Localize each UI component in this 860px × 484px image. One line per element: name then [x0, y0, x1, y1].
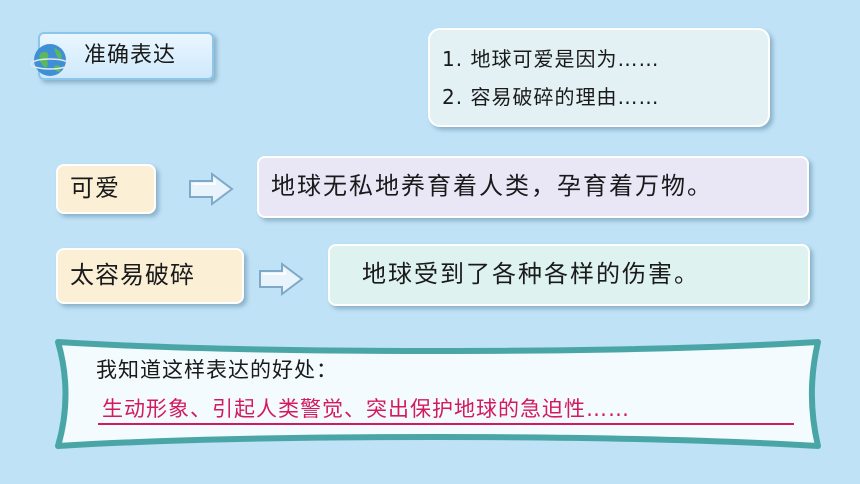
benefit-intro: 我知道这样表达的好处： [96, 358, 338, 382]
label-cute: 可爱 [56, 164, 156, 214]
reason-item-1: 1. 地球可爱是因为…… [442, 47, 660, 71]
answer-underline [98, 423, 794, 425]
statement-fragile-text: 地球受到了各种各样的伤害。 [362, 260, 700, 288]
right-arrow-icon [189, 172, 234, 206]
title-label: 准确表达 [84, 43, 177, 68]
reasons-box: 1. 地球可爱是因为…… 2. 容易破碎的理由…… [428, 28, 770, 127]
label-fragile: 太容易破碎 [56, 248, 244, 304]
label-cute-text: 可爱 [70, 174, 120, 202]
title-tag: 准确表达 [38, 32, 214, 80]
right-arrow-icon [259, 262, 304, 296]
label-fragile-text: 太容易破碎 [70, 261, 195, 289]
statement-fragile: 地球受到了各种各样的伤害。 [328, 244, 810, 306]
statement-cute-text: 地球无私地养育着人类，孕育着万物。 [271, 172, 713, 200]
globe-icon [30, 44, 70, 76]
benefit-banner [55, 339, 821, 449]
reason-item-2: 2. 容易破碎的理由…… [442, 85, 660, 109]
benefit-answer: 生动形象、引起人类警觉、突出保护地球的急迫性…… [102, 397, 630, 421]
statement-cute: 地球无私地养育着人类，孕育着万物。 [257, 156, 809, 218]
